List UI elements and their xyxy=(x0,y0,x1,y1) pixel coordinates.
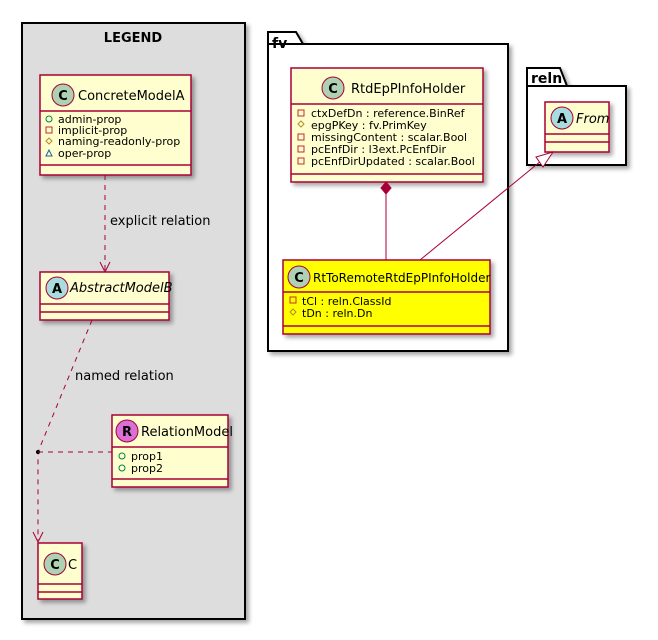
stereotype-letter: A xyxy=(557,112,567,127)
stereotype-letter: C xyxy=(50,558,60,573)
class-rt-to-remote-rtd-ep-p-info-holder[interactable]: C RtToRemoteRtdEpPInfoHolder tCl : reln.… xyxy=(282,259,491,335)
member-text: ctxDefDn : reference.BinRef xyxy=(311,107,466,120)
edge-named-relation: named relation xyxy=(32,319,174,544)
stereotype-letter: C xyxy=(294,271,304,286)
public-visibility-icon xyxy=(45,115,53,123)
class-stereotype-icon xyxy=(43,552,67,576)
member-text: prop2 xyxy=(131,462,163,475)
member-text: oper-prop xyxy=(58,147,111,160)
member-text: implicit-prop xyxy=(58,124,127,137)
class-name: ConcreteModelA xyxy=(78,89,185,104)
public-visibility-icon xyxy=(118,464,126,472)
public-visibility-icon xyxy=(118,452,126,460)
member-text: admin-prop xyxy=(58,113,121,126)
edge-label: explicit relation xyxy=(110,214,210,229)
class-name: RelationModel xyxy=(141,425,233,440)
member-text: pcEnfDir : l3ext.PcEnfDir xyxy=(311,143,447,156)
abstract-stereotype-icon xyxy=(45,276,69,300)
member-text: tDn : reln.Dn xyxy=(302,307,372,320)
member-text: epgPKey : fv.PrimKey xyxy=(311,119,427,132)
class-stereotype-icon xyxy=(321,76,345,100)
class-concrete-model-a[interactable]: C ConcreteModelA admin-prop implicit-pro… xyxy=(39,74,192,176)
class-name: From xyxy=(576,112,609,127)
private-visibility-icon xyxy=(297,133,305,141)
class-rtd-ep-p-info-holder[interactable]: C RtdEpPInfoHolder ctxDefDn : reference.… xyxy=(290,67,484,183)
package-fv: fv C RtdEpPInfoHolder ctxDefDn : referen… xyxy=(267,31,509,352)
class-name: C xyxy=(68,558,77,573)
private-visibility-icon xyxy=(297,157,305,165)
member-text: prop1 xyxy=(131,450,163,463)
member-text: naming-readonly-prop xyxy=(58,135,180,148)
edge-composition xyxy=(380,181,392,260)
protected-visibility-icon xyxy=(45,137,53,145)
protected-visibility-icon xyxy=(297,120,305,128)
private-visibility-icon xyxy=(45,126,53,134)
class-c[interactable]: C C xyxy=(37,542,83,600)
class-abstract-model-b[interactable]: A AbstractModelB xyxy=(39,271,173,321)
class-stereotype-icon xyxy=(51,83,75,107)
inheritance-arrowhead xyxy=(535,151,555,168)
legend-title: LEGEND xyxy=(104,31,163,46)
stereotype-letter: C xyxy=(58,89,68,104)
class-name: AbstractModelB xyxy=(69,281,173,296)
member-text: tCl : reln.ClassId xyxy=(302,295,392,308)
package-title: fv xyxy=(272,36,287,52)
legend-group: LEGEND C ConcreteModelA admin-prop impli… xyxy=(21,22,246,620)
private-visibility-icon xyxy=(289,296,297,304)
class-stereotype-icon xyxy=(287,265,311,289)
relation-stereotype-icon xyxy=(115,419,139,443)
stereotype-letter: R xyxy=(122,425,132,440)
class-name: RtdEpPInfoHolder xyxy=(351,82,466,97)
member-text: missingContent : scalar.Bool xyxy=(311,131,467,144)
abstract-stereotype-icon xyxy=(550,106,574,130)
package-reln: reln A From xyxy=(526,67,627,166)
private-visibility-icon xyxy=(297,109,305,117)
class-name: RtToRemoteRtdEpPInfoHolder xyxy=(313,271,490,285)
package-title: reln xyxy=(531,71,562,87)
private-visibility-icon xyxy=(297,145,305,153)
edge-label: named relation xyxy=(75,369,174,384)
stereotype-letter: A xyxy=(52,282,62,297)
class-from[interactable]: A From xyxy=(544,101,610,153)
package-visibility-icon xyxy=(45,148,53,157)
class-relation-model[interactable]: R RelationModel prop1 prop2 xyxy=(111,414,233,488)
composition-diamond xyxy=(380,181,392,195)
edge-inheritance xyxy=(419,151,555,261)
protected-visibility-icon xyxy=(289,308,297,316)
stereotype-letter: C xyxy=(328,82,338,97)
member-text: pcEnfDirUpdated : scalar.Bool xyxy=(311,155,475,168)
